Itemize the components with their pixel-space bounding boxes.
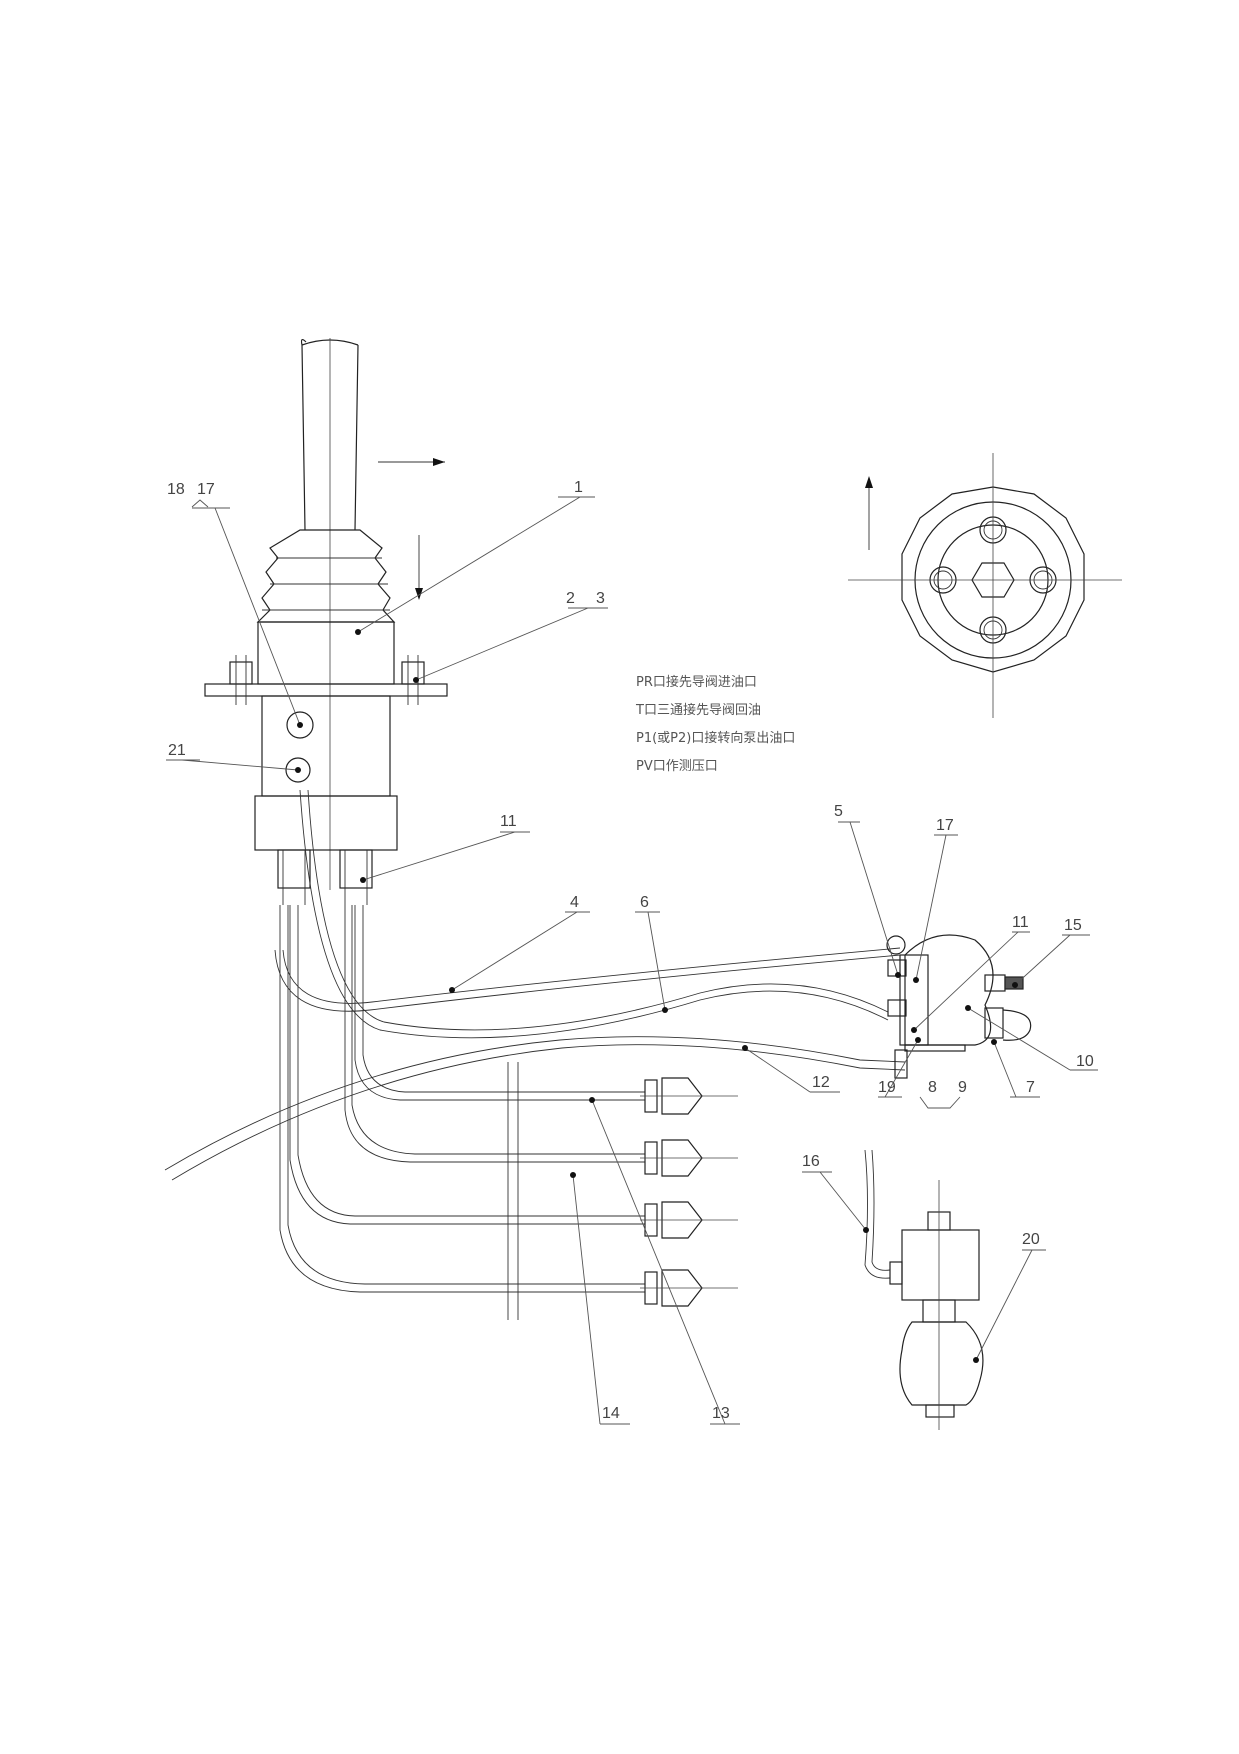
- label-10: 10: [1076, 1053, 1094, 1070]
- label-20: 20: [1022, 1231, 1040, 1248]
- label-8: 8: [928, 1079, 937, 1096]
- accumulator-assembly: [864, 1149, 984, 1430]
- label-14: 14: [602, 1405, 620, 1422]
- direction-arrow-right: [378, 458, 445, 466]
- pipe-12: [164, 1036, 906, 1181]
- label-15: 15: [1064, 917, 1082, 934]
- leader-dots: [295, 629, 1018, 1363]
- label-18: 18: [167, 481, 185, 498]
- port-notes: PR口接先导阀进油口 T口三通接先导阀回油 P1(或P2)口接转向泵出油口 PV…: [635, 674, 795, 774]
- label-2: 2: [566, 590, 575, 607]
- label-17-right: 17: [936, 817, 954, 834]
- label-4: 4: [570, 894, 579, 911]
- direction-arrow-down: [415, 535, 423, 600]
- label-3: 3: [596, 590, 605, 607]
- label-6: 6: [640, 894, 649, 911]
- pipe-6: [299, 789, 889, 1039]
- rubber-bellows: [256, 529, 396, 685]
- label-9: 9: [958, 1079, 967, 1096]
- joystick-handle: [300, 338, 359, 890]
- pipe-4: [274, 947, 901, 1012]
- note-pr: PR口接先导阀进油口: [636, 674, 757, 690]
- label-16: 16: [802, 1153, 820, 1170]
- label-7: 7: [1026, 1079, 1035, 1096]
- mounting-flange: [204, 655, 448, 705]
- pressure-valve-block: [886, 934, 1032, 1079]
- valve-body: [254, 695, 398, 905]
- direction-arrow-up: [865, 476, 873, 550]
- pipe-13-14-bundle: [279, 905, 645, 1320]
- label-5: 5: [834, 803, 843, 820]
- note-pv: PV口作测压口: [636, 759, 718, 774]
- outlet-fittings: [640, 1077, 738, 1307]
- note-t: T口三通接先导阀回油: [635, 702, 761, 718]
- valve-top-view: [848, 453, 1122, 718]
- leader-lines: [166, 496, 1098, 1425]
- label-12: 12: [812, 1074, 830, 1091]
- label-11-right: 11: [1012, 914, 1029, 931]
- label-11-left: 11: [500, 813, 517, 830]
- label-13: 13: [712, 1405, 730, 1422]
- label-17-left: 17: [197, 481, 215, 498]
- note-p1: P1(或P2)口接转向泵出油口: [636, 730, 795, 746]
- label-19: 19: [878, 1079, 896, 1096]
- part-labels: 18 17 1 2 3 21 11 4 6 5 17 11 15 10 7 12…: [167, 479, 1094, 1422]
- label-1: 1: [574, 479, 583, 496]
- label-21: 21: [168, 742, 186, 759]
